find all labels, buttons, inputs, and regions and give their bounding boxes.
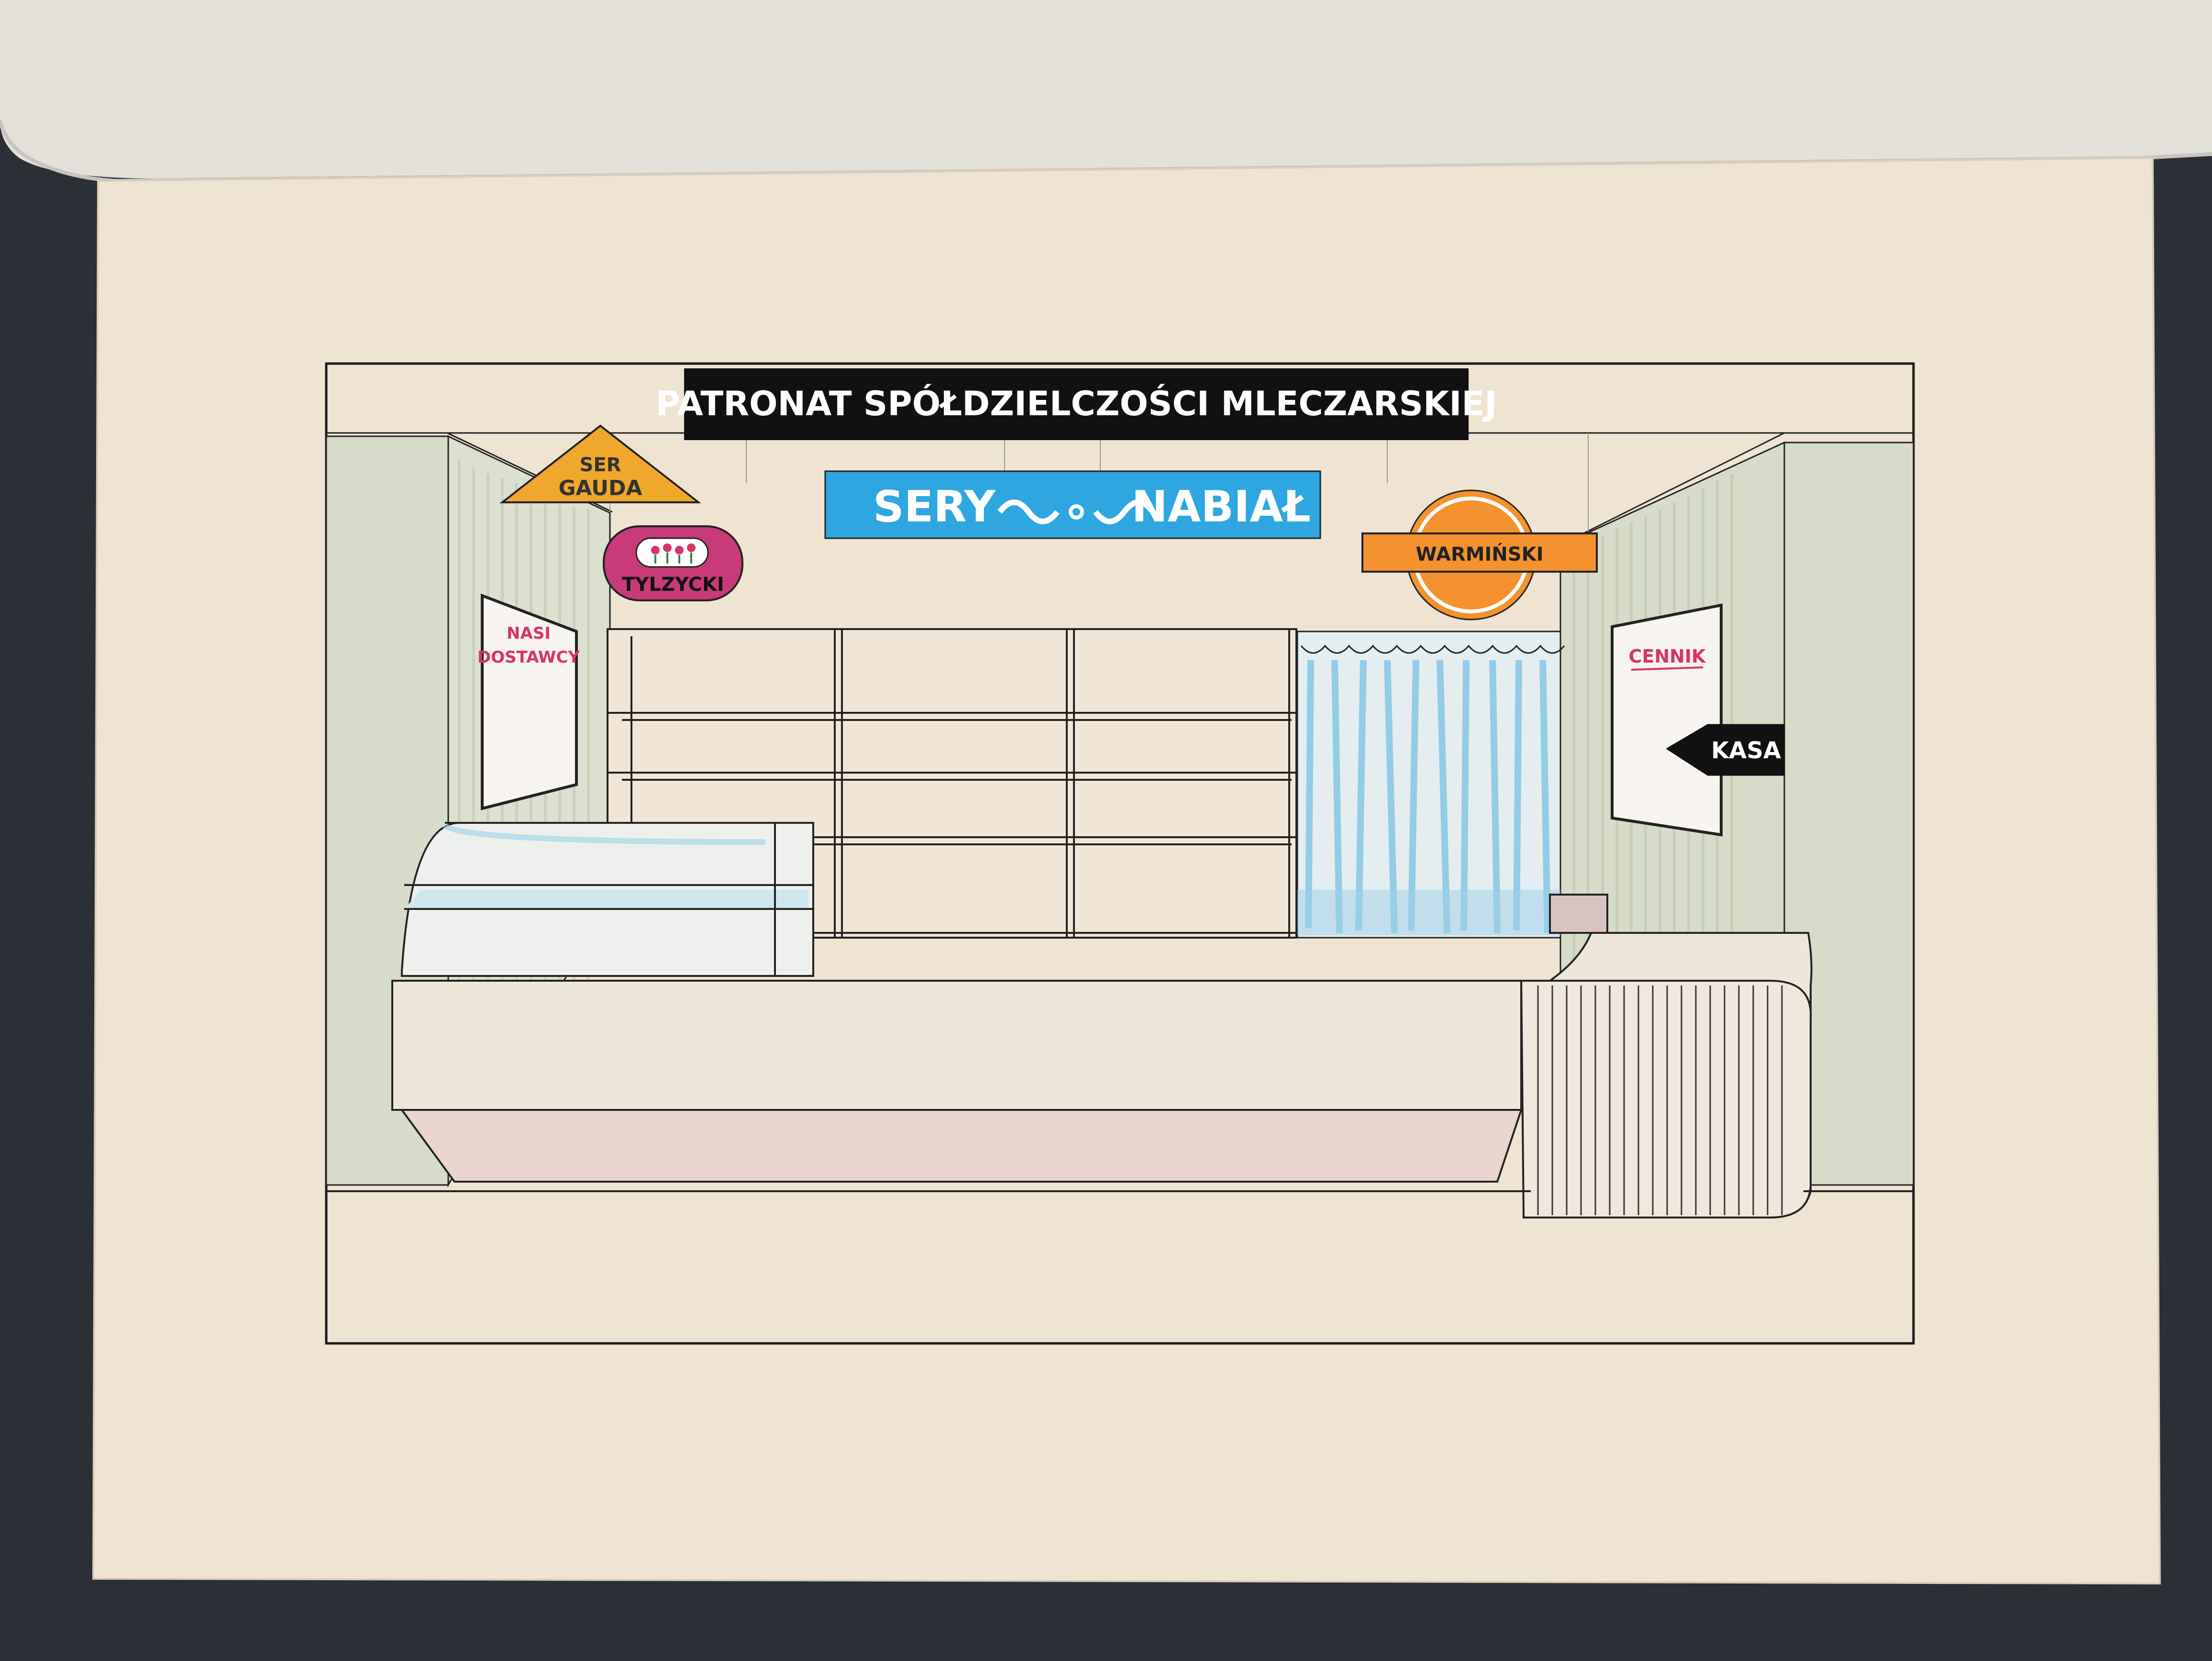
sales-counter <box>391 894 1813 1218</box>
nabial-text: NABIAŁ <box>1131 482 1311 532</box>
warminski-text: WARMIŃSKI <box>1416 543 1544 565</box>
nasi-text: NASI <box>507 624 551 643</box>
main-banner: PATRONAT SPÓŁDZIELCZOŚCI MLECZARSKIEJ <box>656 368 1497 440</box>
tylzycki-text: TYLZYCKI <box>622 574 724 596</box>
ser-gauda-sign: SER GAUDA <box>499 424 701 503</box>
suppliers-poster: NASI DOSTAWCY <box>477 593 580 810</box>
cennik-text: CENNIK <box>1628 646 1706 667</box>
dostawcy-text: DOSTAWCY <box>477 648 580 667</box>
tylzycki-sign: TYLZYCKI <box>603 525 743 601</box>
tulip-icon <box>651 543 696 554</box>
price-poster: CENNIK <box>1611 603 1723 837</box>
rolled-back-sheet <box>0 0 2212 179</box>
ser-text: SER <box>580 454 621 476</box>
blue-curtain <box>1296 631 1565 939</box>
display-fridge <box>401 822 814 977</box>
sery-text: SERY <box>873 482 996 532</box>
gauda-text: GAUDA <box>558 476 642 500</box>
main-banner-text: PATRONAT SPÓŁDZIELCZOŚCI MLECZARSKIEJ <box>656 384 1497 423</box>
warminski-sign: WARMIŃSKI <box>1361 489 1598 620</box>
kasa-text: KASA <box>1711 737 1781 764</box>
sery-nabial-sign: SERY NABIAŁ <box>824 470 1321 539</box>
kasa-arrow-sign: KASA <box>1666 724 1785 776</box>
